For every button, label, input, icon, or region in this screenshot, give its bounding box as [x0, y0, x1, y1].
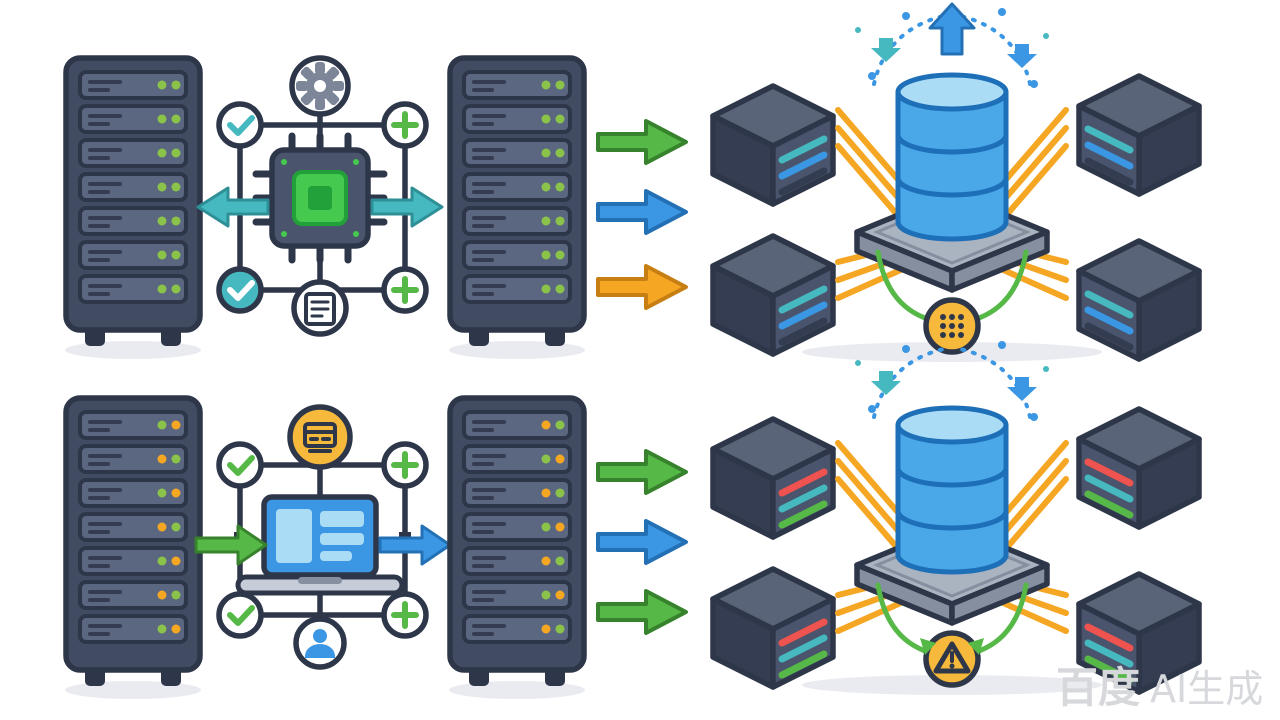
green-arrowhead: [968, 638, 984, 655]
check-node: [216, 441, 264, 489]
automation-diagram: [196, 55, 444, 337]
watermark: 百度 AI生成: [1056, 663, 1263, 712]
dots-badge-icon: [940, 314, 964, 338]
server-rack-top-middle: [449, 58, 585, 359]
check-node: [216, 101, 264, 149]
document-icon: [304, 292, 336, 326]
operator-diagram: [194, 404, 452, 670]
flow-arrow-blue: [596, 519, 688, 565]
plus-icon: [391, 601, 419, 629]
watermark-label: AI生成: [1150, 667, 1263, 711]
server-icon: [303, 422, 337, 453]
arrow-right-teal: [370, 186, 444, 228]
plus-icon: [391, 111, 419, 139]
database-cluster-scene-top: [713, 8, 1199, 362]
warning-icon: [933, 641, 971, 674]
plus-node: [381, 441, 429, 489]
gear-icon: [289, 55, 351, 117]
document-node: [291, 279, 349, 337]
plus-node: [381, 591, 429, 639]
laptop-icon: [235, 494, 405, 596]
plus-icon: [391, 451, 419, 479]
up-arrow-icon: [928, 2, 976, 56]
check-icon: [227, 605, 255, 626]
arrow-left-teal: [196, 186, 270, 228]
check-node: [216, 591, 264, 639]
check-icon: [227, 115, 255, 136]
cpu-chip-icon: [252, 132, 388, 264]
user-node: [293, 616, 347, 670]
server-rack-bottom-middle: [449, 398, 585, 699]
flow-arrow-green: [596, 119, 688, 165]
flow-arrow-orange: [596, 264, 688, 310]
green-arrowhead: [920, 638, 936, 655]
user-icon: [313, 629, 327, 643]
check-node-filled: [216, 266, 264, 314]
server-rack-top-left: [65, 58, 201, 359]
scene-top-overlay: [928, 2, 976, 338]
watermark-brand: 百度: [1056, 663, 1140, 712]
arrow-in-green: [194, 524, 268, 566]
plus-icon: [391, 276, 419, 304]
database-cluster-scene-bottom: [713, 341, 1199, 695]
scene-bottom-overlay: [920, 638, 984, 674]
flow-arrow-green: [596, 589, 688, 635]
plus-node: [381, 266, 429, 314]
arrow-out-blue: [378, 524, 452, 566]
server-node: [287, 404, 353, 470]
plus-node: [381, 101, 429, 149]
flow-arrow-green: [596, 449, 688, 495]
check-icon: [227, 455, 255, 476]
check-icon: [227, 280, 255, 301]
flow-arrow-blue: [596, 189, 688, 235]
server-rack-bottom-left: [65, 398, 201, 699]
